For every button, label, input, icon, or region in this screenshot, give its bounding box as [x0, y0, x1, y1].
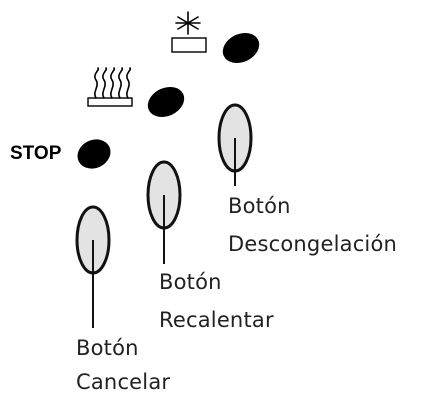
defrost-led: [222, 32, 260, 64]
heat-waves-icon: [87, 67, 133, 107]
defrost-button-label-line1: Botón: [228, 194, 291, 218]
cancel-button-label-line1: Botón: [76, 336, 139, 360]
reheat-button-label-line1: Botón: [159, 270, 222, 294]
reheat-led: [147, 86, 185, 118]
reheat-button-label-line2: Recalentar: [159, 308, 274, 332]
defrost-button-label-line2: Descongelación: [228, 232, 398, 256]
snowflake-icon: [171, 11, 207, 53]
cancel-button-label-line2: Cancelar: [76, 370, 171, 394]
stop-led: [77, 139, 111, 169]
stop-label: STOP: [10, 143, 62, 164]
